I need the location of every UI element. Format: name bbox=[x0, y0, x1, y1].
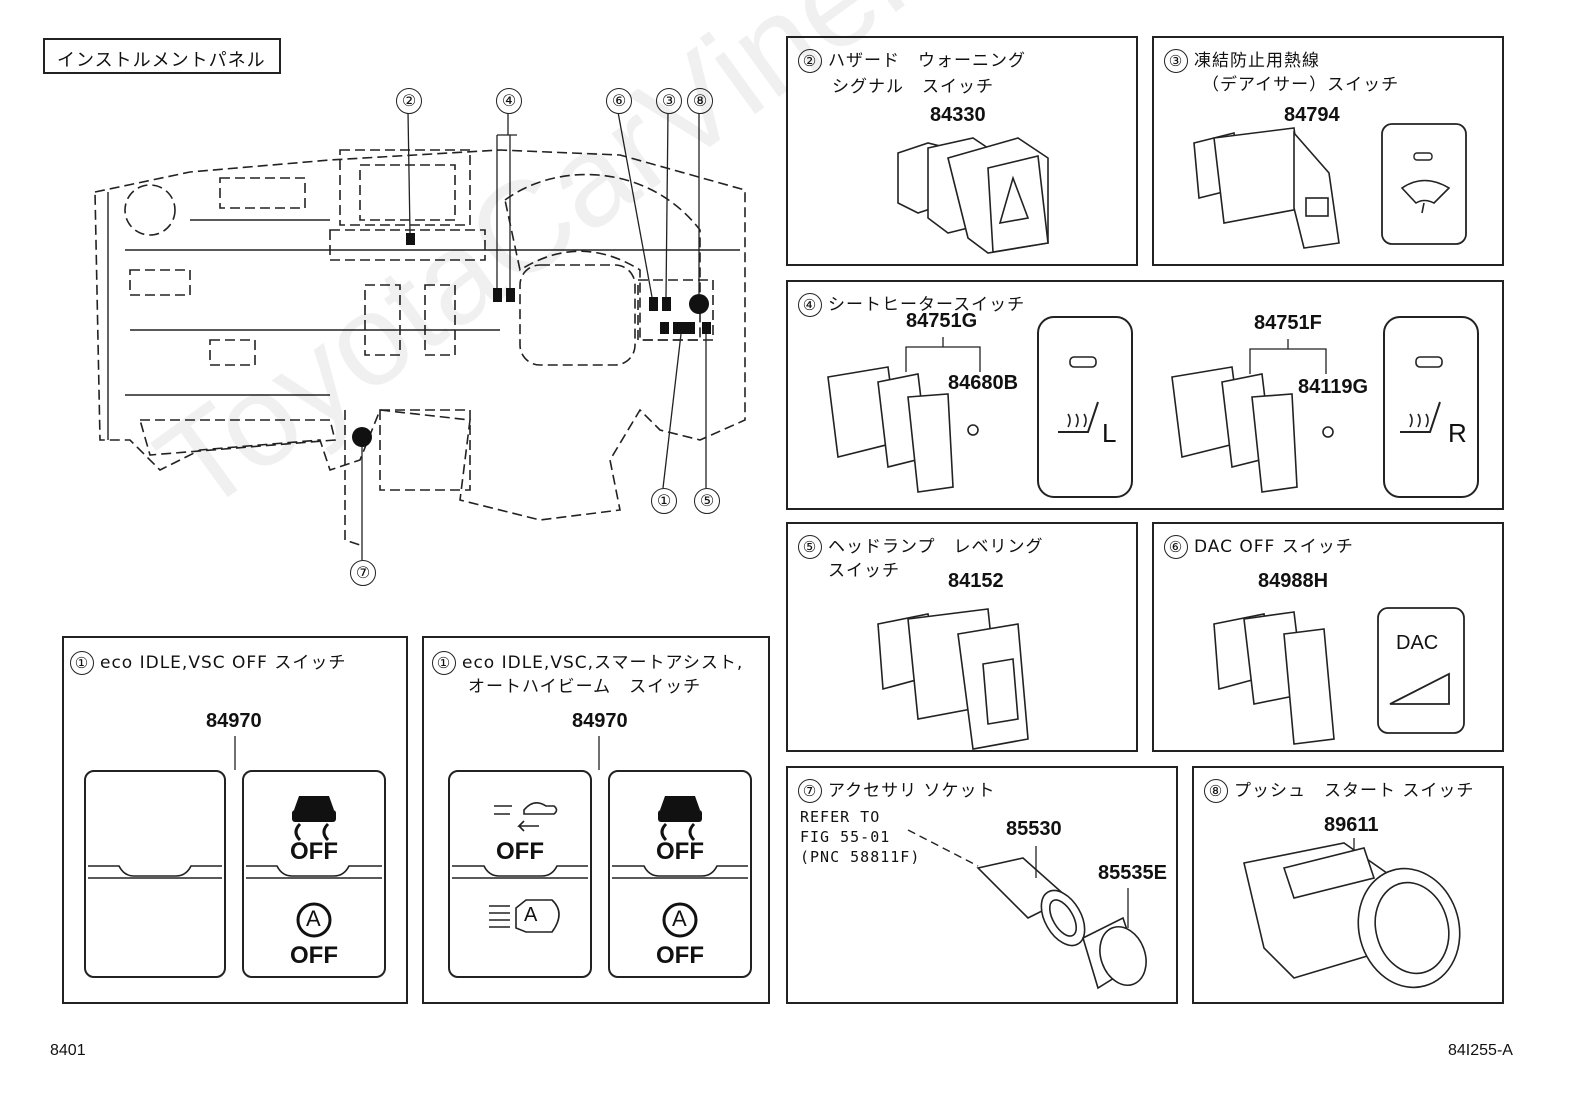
switch-icons bbox=[452, 796, 748, 938]
dac-switch-drawing bbox=[1213, 607, 1465, 745]
eco-idle-a-letter: A bbox=[672, 906, 687, 931]
part-number: 84330 bbox=[930, 104, 986, 126]
panel-number: ④ bbox=[798, 293, 822, 317]
callout-4: ④ bbox=[496, 88, 522, 114]
part-number: 89611 bbox=[1324, 814, 1379, 836]
panel-title-line2: スイッチ bbox=[828, 561, 900, 581]
panel-title: eco IDLE,VSC OFF スイッチ bbox=[100, 653, 347, 673]
switch-bracket bbox=[598, 736, 600, 770]
blank-switch bbox=[84, 770, 226, 978]
headlamp-switch-drawing bbox=[877, 608, 1029, 750]
footer-figure-code: 84I255-A bbox=[1448, 1042, 1513, 1059]
eco-idle-a-letter: A bbox=[306, 906, 321, 931]
panel-title: DAC OFF スイッチ bbox=[1194, 537, 1354, 557]
smart-assist-switch bbox=[448, 770, 592, 978]
callout-7: ⑦ bbox=[350, 560, 376, 586]
panel-number: ⑥ bbox=[1164, 535, 1188, 559]
panel-dac-off-switch: ⑥ DAC OFF スイッチ 84988H DAC bbox=[1152, 522, 1504, 752]
refer-line3: (PNC 58811F) bbox=[800, 848, 921, 866]
vsc-off-switch bbox=[608, 770, 752, 978]
refer-line1: REFER TO bbox=[800, 808, 881, 826]
panel-eco-idle-vsc-smart-assist-switch: ① eco IDLE,VSC,スマートアシスト, オートハイビーム スイッチ 84… bbox=[422, 636, 770, 1004]
eco-idle-off-label: OFF bbox=[290, 942, 338, 969]
callout-8: ⑧ bbox=[687, 88, 713, 114]
panel-title-line1: ハザード ウォーニング bbox=[828, 51, 1026, 71]
panel-title: シートヒータースイッチ bbox=[828, 295, 1026, 315]
switch-bracket bbox=[234, 736, 236, 770]
part-number-left: 84751G bbox=[906, 310, 978, 332]
panel-title-line1: 凍結防止用熱線 bbox=[1194, 51, 1320, 71]
section-title-box: インストルメントパネル bbox=[43, 38, 281, 74]
panel-eco-idle-vsc-off-switch: ① eco IDLE,VSC OFF スイッチ 84970 OFF A OFF bbox=[62, 636, 408, 1004]
panel-number: ② bbox=[798, 49, 822, 73]
eco-idle-off-label: OFF bbox=[656, 942, 704, 969]
dac-icon-text: DAC bbox=[1396, 632, 1439, 654]
panel-deicer-switch: ③ 凍結防止用熱線 （デアイサー）スイッチ 84794 bbox=[1152, 36, 1504, 266]
callout-6: ⑥ bbox=[606, 88, 632, 114]
part-number-socket: 85530 bbox=[1006, 818, 1062, 840]
deicer-switch-drawing bbox=[1193, 123, 1467, 249]
part-number-cap: 85535E bbox=[1098, 862, 1167, 884]
panel-title-line1: eco IDLE,VSC,スマートアシスト, bbox=[462, 653, 744, 673]
vsc-off-label: OFF bbox=[290, 838, 338, 865]
seat-heater-drawing bbox=[827, 316, 1479, 498]
seat-heater-left-label: L bbox=[1102, 418, 1117, 448]
callout-3: ③ bbox=[656, 88, 682, 114]
panel-number: ① bbox=[70, 651, 94, 675]
part-number-left-sub: 84680B bbox=[948, 372, 1019, 394]
accessory-socket-drawing bbox=[907, 829, 1147, 990]
callout-1: ① bbox=[651, 488, 677, 514]
smart-assist-off-label: OFF bbox=[496, 838, 544, 865]
part-number: 84152 bbox=[948, 570, 1004, 592]
callout-5: ⑤ bbox=[694, 488, 720, 514]
panel-headlamp-leveling-switch: ⑤ ヘッドランプ レベリング スイッチ 84152 bbox=[786, 522, 1138, 752]
callout-2: ② bbox=[396, 88, 422, 114]
panel-seat-heater-switch: ④ シートヒータースイッチ 84751G 84680B 84751F 84119G… bbox=[786, 280, 1504, 510]
section-title: インストルメントパネル bbox=[57, 50, 266, 71]
part-number: 84988H bbox=[1258, 570, 1329, 592]
seat-heater-right-label: R bbox=[1448, 418, 1467, 448]
panel-accessory-socket: ⑦ アクセサリ ソケット REFER TO FIG 55-01 (PNC 5881… bbox=[786, 766, 1178, 1004]
panel-number: ⑦ bbox=[798, 779, 822, 803]
panel-number: ① bbox=[432, 651, 456, 675]
switch-icons bbox=[88, 796, 382, 938]
panel-title: プッシュ スタート スイッチ bbox=[1234, 781, 1475, 801]
hazard-switch-drawing bbox=[897, 137, 1049, 254]
part-number-right-sub: 84119G bbox=[1298, 376, 1369, 398]
panel-number: ③ bbox=[1164, 49, 1188, 73]
part-number-right: 84751F bbox=[1254, 312, 1322, 334]
push-start-drawing bbox=[1243, 838, 1461, 989]
panel-title: アクセサリ ソケット bbox=[828, 781, 996, 801]
auto-high-beam-a-letter: A bbox=[524, 904, 538, 926]
vsc-off-label: OFF bbox=[656, 838, 704, 865]
panel-title-line2: オートハイビーム スイッチ bbox=[468, 677, 702, 697]
panel-number: ⑤ bbox=[798, 535, 822, 559]
refer-line2: FIG 55-01 bbox=[800, 828, 891, 846]
panel-number: ⑧ bbox=[1204, 779, 1228, 803]
panel-title-line1: ヘッドランプ レベリング bbox=[828, 537, 1044, 557]
footer-page-code: 8401 bbox=[50, 1042, 86, 1059]
panel-title-line2: （デアイサー）スイッチ bbox=[1202, 75, 1400, 95]
panel-hazard-switch: ② ハザード ウォーニング シグナル スイッチ 84330 bbox=[786, 36, 1138, 266]
part-number: 84970 bbox=[206, 710, 262, 732]
part-number: 84970 bbox=[572, 710, 628, 732]
panel-push-start-switch: ⑧ プッシュ スタート スイッチ 89611 bbox=[1192, 766, 1504, 1004]
part-number: 84794 bbox=[1284, 104, 1340, 126]
panel-title-line2: シグナル スイッチ bbox=[832, 77, 994, 97]
